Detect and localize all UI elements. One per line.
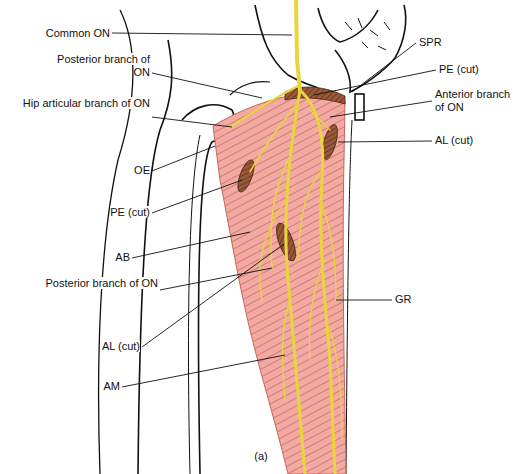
part-label-text: AL (cut) (435, 134, 473, 146)
part-label-text: Anterior branch of ON (435, 88, 510, 113)
part-label-text: OE (134, 164, 150, 176)
part-label: SPR (419, 36, 479, 49)
figure-caption-text: (a) (254, 450, 267, 462)
part-label: Common ON (30, 27, 110, 40)
obturator-nerve (228, 0, 342, 474)
part-label-text: Posterior branch of ON (57, 53, 150, 78)
leader-line (112, 33, 436, 387)
part-label: GR (395, 293, 435, 306)
cut-muscle (285, 87, 345, 104)
part-label: OE (110, 164, 150, 177)
part-label-text: PE (cut) (439, 63, 479, 75)
part-label-text: AM (104, 380, 121, 392)
part-label: Posterior branch of ON (40, 53, 150, 79)
part-label: AB (90, 251, 130, 264)
part-label-text: SPR (419, 36, 442, 48)
part-label-text: AB (115, 251, 130, 263)
part-label-text: Hip articular branch of ON (23, 97, 150, 109)
part-label: Posterior branch of ON (30, 277, 158, 290)
part-label-text: Common ON (46, 27, 110, 39)
part-label-text: AL (cut) (102, 340, 140, 352)
part-label: AL (cut) (435, 134, 515, 147)
part-label: Hip articular branch of ON (12, 97, 150, 110)
part-label: PE (cut) (50, 206, 150, 219)
part-label-text: PE (cut) (110, 206, 150, 218)
part-label: PE (cut) (439, 63, 517, 76)
part-label-text: Posterior branch of ON (46, 277, 159, 289)
part-label-text: GR (395, 293, 412, 305)
adductor-muscle (213, 94, 346, 474)
part-label: Anterior branch of ON (435, 88, 519, 114)
figure-caption: (a) (236, 450, 286, 463)
part-label: AL (cut) (40, 340, 140, 353)
part-label: AM (70, 380, 120, 393)
